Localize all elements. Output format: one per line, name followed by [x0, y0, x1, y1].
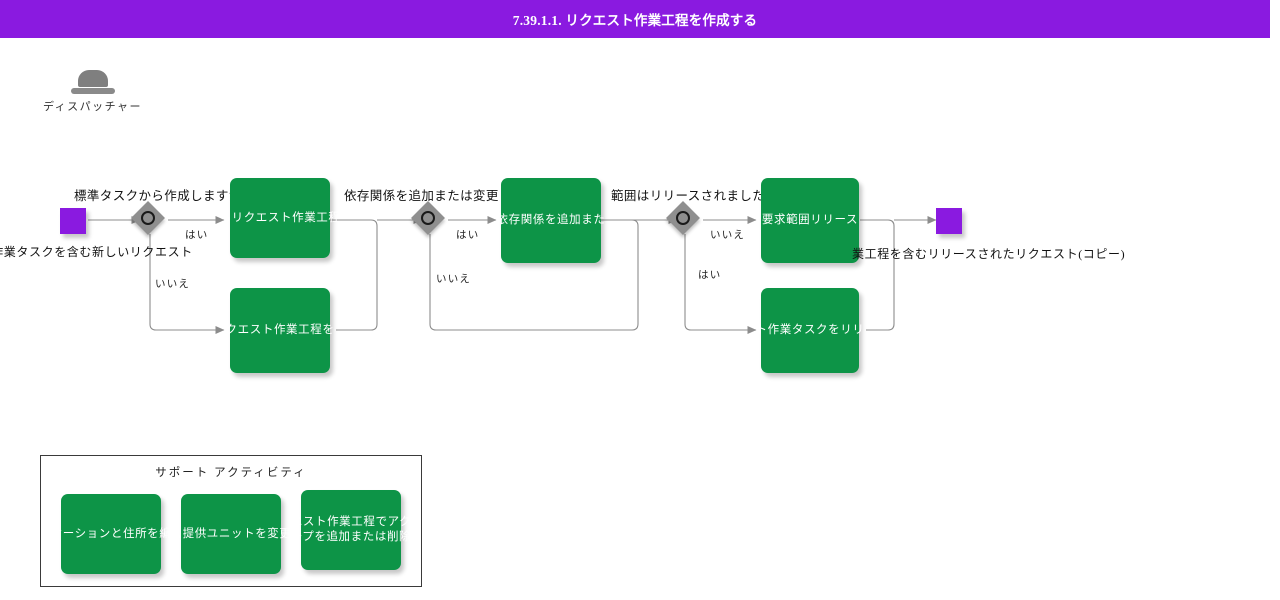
task-release-scope[interactable]: 要求範囲リリース — [761, 178, 859, 263]
support-activity-1[interactable]: ケーションと住所を編 — [51, 494, 171, 574]
task-label: 依存関係を追加また — [496, 214, 606, 226]
support-activity-title: サポート アクティビティ — [155, 467, 307, 479]
start-event-label: スト作業タスクを含む新しいリクエスト — [0, 245, 193, 259]
task-label: ト作業タスクをリリ — [755, 324, 865, 336]
lane-role-dispatcher: ディスパッチャー — [40, 70, 145, 114]
start-event[interactable] — [60, 208, 86, 234]
task-label: クエスト作業工程を — [225, 324, 335, 336]
gateway-2-no-label: いいえ — [436, 274, 472, 285]
title-bar: 7.39.1.1. リクエスト作業工程を作成する — [0, 0, 1270, 38]
task-label-line1: エスト作業工程でアク — [290, 516, 412, 528]
gateway-circle-icon — [676, 211, 690, 225]
support-activity-group: サポート アクティビティ ケーションと住所を編 ス提供ユニットを変更 エスト作業… — [40, 455, 422, 587]
task-label: ケーションと住所を編 — [50, 527, 172, 540]
task-create-blank[interactable]: クエスト作業工程を — [226, 288, 334, 373]
task-label-line2: ープを追加または削除 — [290, 531, 412, 543]
gateway-1-no-label: いいえ — [155, 279, 191, 290]
lane-role-label: ディスパッチャー — [42, 101, 143, 113]
gateway-3-question: 範囲はリリースされましたか? — [611, 189, 785, 203]
gateway-3[interactable] — [666, 201, 702, 237]
support-activity-2[interactable]: ス提供ユニットを変更 — [171, 494, 291, 574]
task-add-dependency[interactable]: 依存関係を追加また — [497, 178, 605, 263]
diagram-canvas: ディスパッチャー スト作業タスクを含む新しいリクエスト 標準タスクから作成します… — [0, 38, 1280, 600]
end-event[interactable] — [936, 208, 962, 234]
task-label: 要求範囲リリース — [761, 214, 859, 226]
gateway-circle-icon — [421, 211, 435, 225]
task-label: らリクエスト作業工程 — [219, 211, 341, 224]
bowler-hat-icon — [70, 70, 115, 94]
flow-gw1-no-to-task2 — [149, 234, 225, 334]
end-event-label: 業工程を含むリリースされたリクエスト(コピー) — [852, 247, 1126, 261]
gateway-circle-icon — [141, 211, 155, 225]
flow-task1-merge — [330, 219, 378, 331]
page-title: 7.39.1.1. リクエスト作業工程を作成する — [512, 13, 758, 28]
task-label: ス提供ユニットを変更 — [170, 527, 292, 540]
support-activity-3[interactable]: エスト作業工程でアク ープを追加または削除 — [291, 490, 411, 570]
flow-task4-merge — [860, 219, 895, 331]
flow-gw3-yes-to-task5 — [684, 234, 757, 334]
gateway-3-yes-label: はい — [698, 270, 722, 281]
gateway-2[interactable] — [411, 201, 447, 237]
gateway-1[interactable] — [131, 201, 167, 237]
gateway-1-yes-label: はい — [185, 230, 209, 241]
task-release-work-task[interactable]: ト作業タスクをリリ — [756, 288, 864, 373]
gateway-2-yes-label: はい — [456, 230, 480, 241]
task-label: エスト作業工程でアク ープを追加または削除 — [291, 515, 411, 545]
task-create-from-standard[interactable]: らリクエスト作業工程 — [220, 178, 340, 258]
gateway-1-question: 標準タスクから作成しますか? — [74, 189, 248, 203]
gateway-3-no-label: いいえ — [710, 230, 746, 241]
